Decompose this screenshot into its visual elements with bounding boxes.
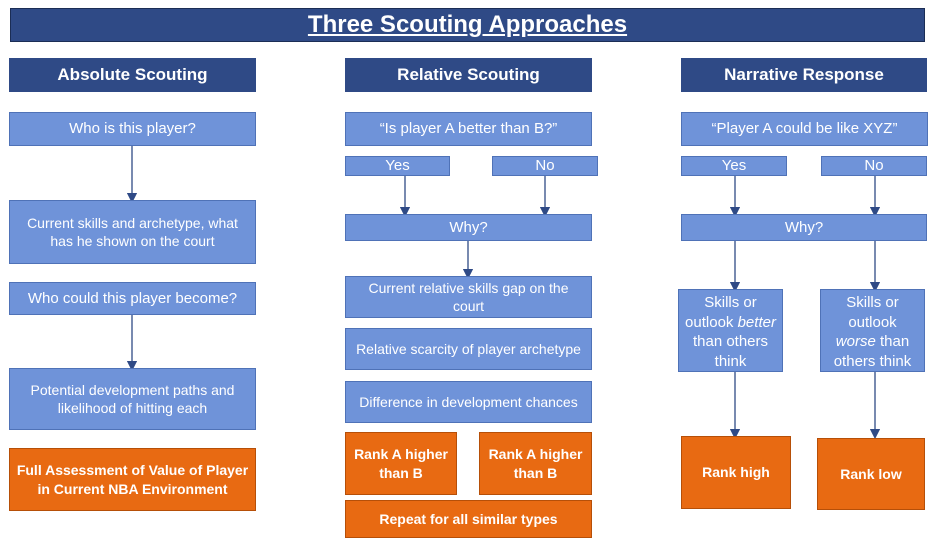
worse-emphasis: worse — [835, 333, 876, 350]
relative-reason-skills-gap: Current relative skills gap on the court — [345, 276, 592, 318]
relative-question: “Is player A better than B?” — [345, 112, 592, 146]
absolute-development-paths: Potential development paths and likeliho… — [9, 368, 256, 430]
relative-yes: Yes — [345, 156, 450, 176]
absolute-question-who: Who is this player? — [9, 112, 256, 146]
narrative-worse-than-others: Skills or outlook worse than others thin… — [820, 289, 925, 372]
narrative-rank-low: Rank low — [817, 438, 925, 510]
relative-reason-development: Difference in development chances — [345, 381, 592, 423]
relative-rank-a-higher-left: Rank A higher than B — [345, 432, 457, 495]
better-prefix: Skills or outlook — [685, 294, 757, 331]
narrative-yes: Yes — [681, 156, 787, 176]
relative-reason-scarcity: Relative scarcity of player archetype — [345, 328, 592, 370]
worse-suffix: than others think — [833, 333, 912, 370]
narrative-why: Why? — [681, 214, 927, 241]
relative-no: No — [492, 156, 598, 176]
relative-scouting-header: Relative Scouting — [345, 58, 592, 92]
relative-rank-a-higher-right: Rank A higher than B — [479, 432, 592, 495]
relative-repeat: Repeat for all similar types — [345, 500, 592, 538]
absolute-question-become: Who could this player become? — [9, 282, 256, 315]
relative-why: Why? — [345, 214, 592, 241]
better-suffix: than others think — [692, 333, 769, 370]
better-emphasis: better — [737, 313, 776, 331]
narrative-response-header: Narrative Response — [681, 58, 927, 92]
worse-prefix: Skills or outlook — [846, 294, 899, 331]
narrative-rank-high: Rank high — [681, 436, 791, 509]
absolute-current-skills: Current skills and archetype, what has h… — [9, 200, 256, 264]
absolute-scouting-header: Absolute Scouting — [9, 58, 256, 92]
narrative-no: No — [821, 156, 927, 176]
narrative-question: “Player A could be like XYZ” — [681, 112, 928, 146]
page-title: Three Scouting Approaches — [10, 8, 925, 42]
narrative-better-than-others: Skills or outlook better than others thi… — [678, 289, 783, 372]
absolute-full-assessment: Full Assessment of Value of Player in Cu… — [9, 448, 256, 511]
